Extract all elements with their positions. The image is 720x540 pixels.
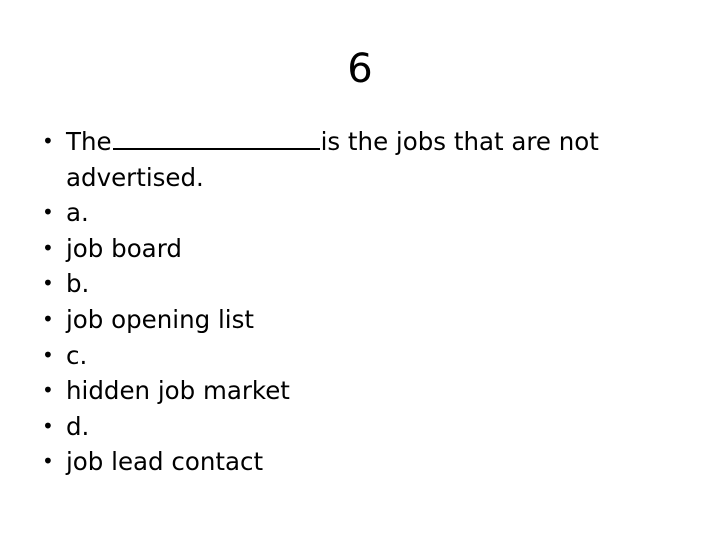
option-label-a: a. — [66, 198, 89, 228]
list-item-option-a: job board — [28, 231, 692, 267]
list-item-label-a: a. — [28, 195, 692, 231]
option-label-b: b. — [66, 269, 90, 299]
option-label-d: d. — [66, 411, 90, 441]
list-item-label-d: d. — [28, 409, 692, 445]
list-item-option-b: job opening list — [28, 302, 692, 338]
option-text-a: job board — [66, 233, 182, 263]
fill-in-blank — [112, 128, 320, 150]
list-item-label-c: c. — [28, 338, 692, 374]
question-prefix: The — [66, 127, 112, 156]
option-text-d: job lead contact — [66, 447, 264, 477]
page-title: 6 — [347, 46, 373, 92]
list-item-label-b: b. — [28, 266, 692, 302]
option-text-c: hidden job market — [66, 376, 290, 406]
list-item-option-d: job lead contact — [28, 444, 692, 480]
option-label-c: c. — [66, 340, 88, 370]
question-suffix: is the jobs that are not advertised. — [66, 127, 599, 192]
option-text-b: job opening list — [66, 304, 254, 334]
list-item-option-c: hidden job market — [28, 373, 692, 409]
